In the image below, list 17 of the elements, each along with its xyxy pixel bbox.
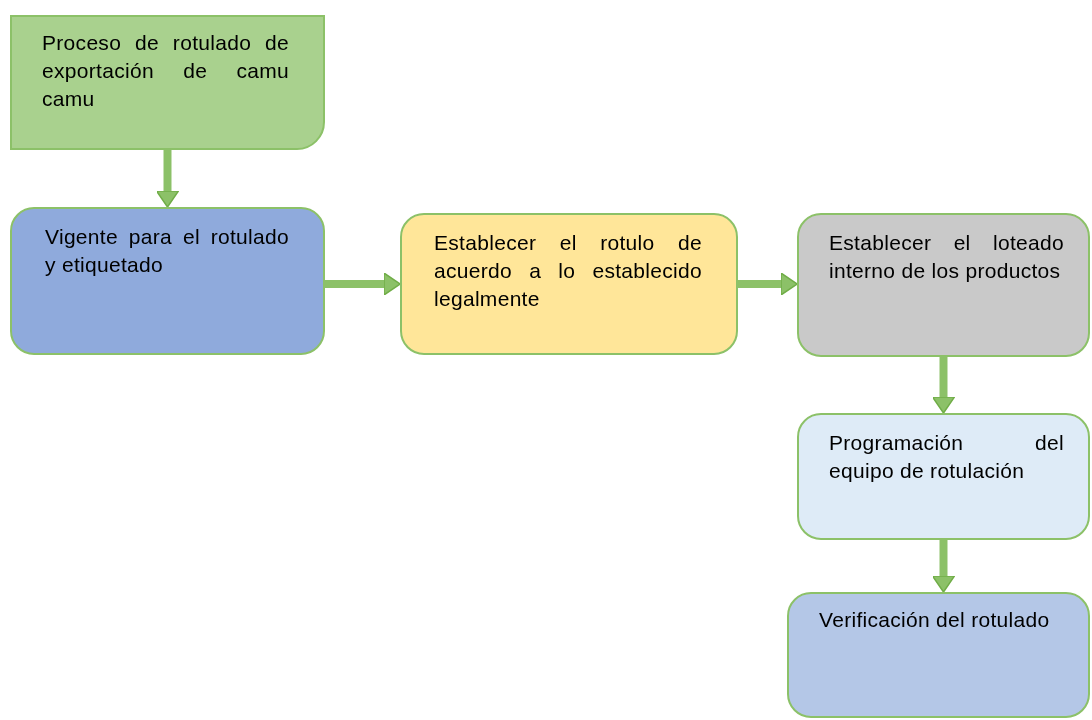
box-text: Verificación del rotulado	[819, 607, 1051, 633]
box-text: Proceso de rotulado de exportación de camu camu	[42, 30, 289, 112]
block-arrow	[155, 150, 180, 208]
process-box	[10, 15, 325, 150]
process-box	[787, 592, 1090, 718]
process-box	[10, 207, 325, 355]
box-text: Programación del equipo de rotulación	[829, 430, 1064, 484]
block-arrow	[738, 272, 798, 296]
process-box	[797, 213, 1090, 357]
block-arrow	[931, 357, 956, 414]
box-text: Establecer el loteado interno de los productos	[829, 230, 1064, 284]
box-text: Vigente para el rotulado y etiquetado	[45, 224, 289, 278]
block-arrow	[931, 540, 956, 593]
box-text: Establecer el rotulo de acuerdo a lo establecido legalmente	[434, 230, 702, 312]
process-box	[797, 413, 1090, 540]
block-arrow	[325, 272, 401, 296]
process-box	[400, 213, 738, 355]
